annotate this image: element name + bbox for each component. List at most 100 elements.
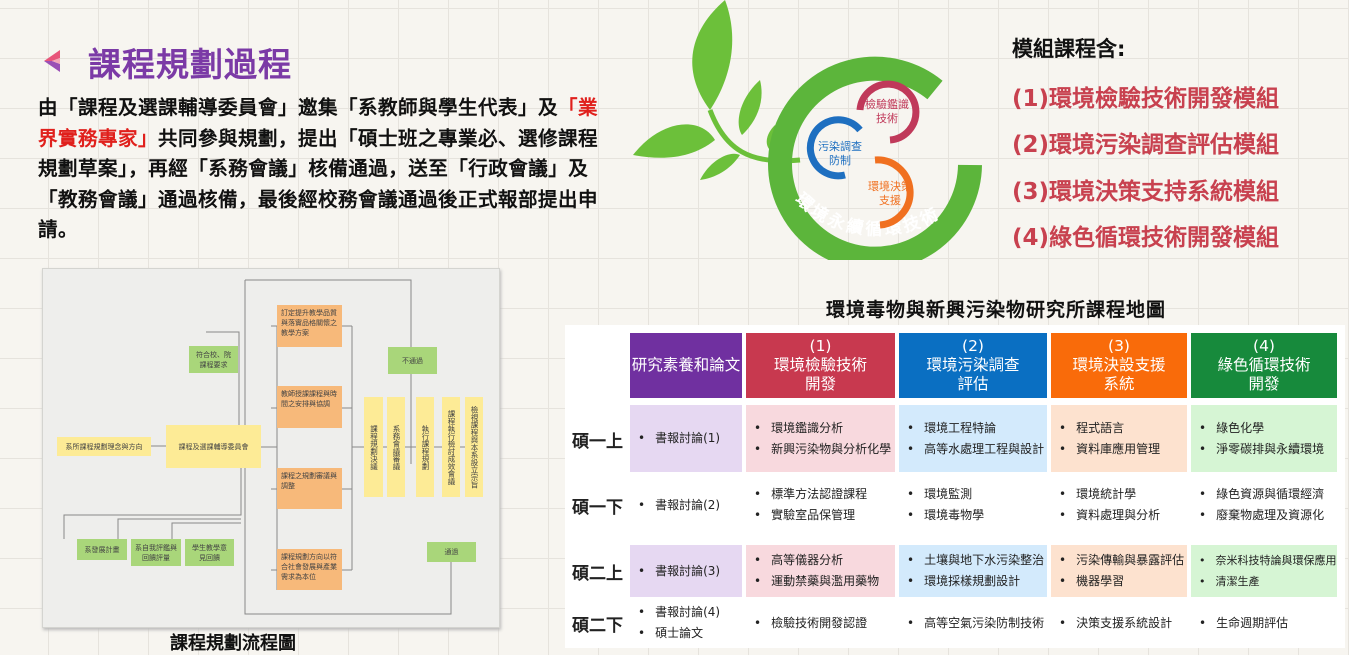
course-cell: 決策支援系統設計 <box>1051 600 1187 646</box>
header-text: 系統 <box>1103 375 1135 393</box>
course-item: 書報討論(4) <box>638 602 742 623</box>
course-cell: 環境統計學資料處理與分析 <box>1051 475 1187 535</box>
column-header: (3)環境決設支援系統 <box>1051 333 1187 398</box>
svg-text:支援: 支援 <box>879 193 901 207</box>
course-item: 生命週期評估 <box>1199 613 1337 634</box>
course-item: 廢棄物處理及資源化 <box>1199 505 1337 526</box>
flow-box-self-eval: 系自我評鑑與回饋評量 <box>131 539 181 566</box>
header-text: 研究素養和論文 <box>631 356 741 374</box>
course-map-title: 環境毒物與新興污染物研究所課程地圖 <box>825 299 1166 321</box>
course-item: 資料庫應用管理 <box>1059 439 1187 460</box>
course-item: 運動禁藥與濫用藥物 <box>754 571 895 592</box>
title-bullet-icon <box>44 50 60 72</box>
course-cell: 土壤與地下水污染整治環境採樣規劃設計 <box>899 545 1047 597</box>
header-text: (3) <box>1108 337 1130 355</box>
flow-box-teaching-plan: 訂定提升教學品質與落實品格關懷之教學方案 <box>277 305 342 347</box>
flow-box-committee: 課程及選課輔導委員會 <box>166 425 261 468</box>
course-cell: 書報討論(2) <box>630 475 742 535</box>
course-item: 污染傳輸與暴露評估 <box>1059 550 1187 571</box>
course-cell: 高等空氣污染防制技術 <box>899 600 1047 646</box>
course-item: 實驗室品保管理 <box>754 505 895 526</box>
arrow-blue-icon <box>806 116 863 180</box>
course-item: 綠色資源與循環經濟 <box>1199 484 1337 505</box>
course-cell: 書報討論(1) <box>630 405 742 472</box>
flow-box-outcome-meeting: 課程執行檢討成效會議 <box>442 397 460 497</box>
arrow-orange-icon <box>874 156 914 229</box>
course-cell: 環境鑑識分析新興污染物與分析化學 <box>746 405 895 472</box>
course-item: 環境採樣規劃設計 <box>907 571 1047 592</box>
flow-box-dept-meeting: 系務會議審議 <box>387 397 405 497</box>
header-text: 評估 <box>957 375 989 393</box>
header-text: (2) <box>962 337 984 355</box>
highlight-text: 「業界實務專家」 <box>38 96 599 150</box>
course-item: 書報討論(1) <box>638 428 742 449</box>
course-cell: 檢驗技術開發認證 <box>746 600 895 646</box>
header-text: 開發 <box>804 375 836 393</box>
course-cell: 奈米科技特論與環保應用清潔生產 <box>1191 545 1337 597</box>
flow-box-dev-plan: 系發展計畫 <box>77 539 127 560</box>
ring-icon <box>768 56 982 260</box>
header-text: (1) <box>809 337 832 355</box>
flow-box-philosophy: 系所課程規劃理念與方向 <box>57 437 151 456</box>
course-cell: 環境工程特論高等水處理工程與設計 <box>899 405 1047 472</box>
svg-text:檢驗鑑識: 檢驗鑑識 <box>865 97 909 111</box>
course-item: 機器學習 <box>1059 571 1187 592</box>
flowchart-caption: 課程規劃流程圖 <box>170 633 296 654</box>
column-header: (2)環境污染調查評估 <box>899 333 1047 398</box>
course-item: 環境毒物學 <box>907 505 1047 526</box>
flow-box-student-feedback: 學生教學意見回饋 <box>185 539 234 566</box>
flow-box-direction: 課程規劃方向以符合社會發展與產業需求為本位 <box>277 549 342 590</box>
course-item: 書報討論(3) <box>638 561 742 582</box>
course-item: 高等空氣污染防制技術 <box>907 613 1047 634</box>
course-item: 檢驗技術開發認證 <box>754 613 895 634</box>
flow-box-review: 課程之規劃審議與調整 <box>277 468 342 509</box>
course-item: 高等儀器分析 <box>754 550 895 571</box>
page-title: 課程規劃過程 <box>88 45 292 84</box>
semester-label: 碩二下 <box>572 616 623 636</box>
course-item: 環境監測 <box>907 484 1047 505</box>
course-item: 資料處理與分析 <box>1059 505 1187 526</box>
course-item: 清潔生產 <box>1199 571 1337 592</box>
course-item: 環境統計學 <box>1059 484 1187 505</box>
course-cell: 生命週期評估 <box>1191 600 1337 646</box>
flow-box-mission-check: 檢視課程與本系設立宗旨 <box>465 397 483 497</box>
svg-text:污染調查: 污染調查 <box>818 139 862 153</box>
module-item: (4)綠色循環技術開發模組 <box>1012 225 1280 251</box>
course-cell: 綠色資源與循環經濟廢棄物處理及資源化 <box>1191 475 1337 535</box>
header-text: 環境檢驗技術 <box>773 356 867 374</box>
semester-label: 碩一上 <box>572 431 623 452</box>
module-item: (1)環境檢驗技術開發模組 <box>1012 86 1280 112</box>
course-cell: 書報討論(3) <box>630 545 742 597</box>
course-item: 綠色化學 <box>1199 418 1337 439</box>
course-item: 書報討論(2) <box>638 495 742 516</box>
course-cell: 綠色化學淨零碳排與永續環境 <box>1191 405 1337 472</box>
flow-box-fail: 不通過 <box>388 347 437 374</box>
flowchart: 符合校、院課程要求 系所課程規劃理念與方向 課程及選課輔導委員會 系發展計畫 系… <box>42 268 500 628</box>
svg-text:技術: 技術 <box>876 112 898 125</box>
semester-label: 碩二上 <box>572 564 623 584</box>
semester-label: 碩一下 <box>572 498 623 518</box>
column-header: 研究素養和論文 <box>630 333 742 398</box>
flow-box-resolution: 課程規劃決議 <box>364 397 383 497</box>
course-cell: 高等儀器分析運動禁藥與濫用藥物 <box>746 545 895 597</box>
course-item: 程式語言 <box>1059 418 1187 439</box>
course-item: 碩士論文 <box>638 623 742 644</box>
course-item: 高等水處理工程與設計 <box>907 439 1047 460</box>
course-cell: 書報討論(4)碩士論文 <box>630 600 742 646</box>
course-cell: 標準方法認證課程實驗室品保管理 <box>746 475 895 535</box>
flow-box-scheduling: 教師授課課程與時間之安排與協調 <box>277 386 342 428</box>
column-header: (1)環境檢驗技術開發 <box>746 333 895 398</box>
course-cell: 污染傳輸與暴露評估機器學習 <box>1051 545 1187 597</box>
intro-paragraph: 由「課程及選課輔導委員會」邀集「系教師與學生代表」及「業界實務專家」共同參與規劃… <box>38 96 599 241</box>
course-item: 新興污染物與分析化學 <box>754 439 895 460</box>
header-text: (4) <box>1253 337 1275 355</box>
module-item: (3)環境決策支持系統模組 <box>1012 179 1280 205</box>
column-header: (4)綠色循環技術開發 <box>1191 333 1337 398</box>
course-item: 土壤與地下水污染整治 <box>907 550 1047 571</box>
course-item: 標準方法認證課程 <box>754 484 895 505</box>
header-text: 環境決設支援 <box>1072 356 1166 374</box>
course-item: 奈米科技特論與環保應用 <box>1199 550 1337 571</box>
course-cell: 環境監測環境毒物學 <box>899 475 1047 535</box>
svg-text:防制: 防制 <box>829 153 851 167</box>
svg-text:環境決策: 環境決策 <box>868 179 912 193</box>
